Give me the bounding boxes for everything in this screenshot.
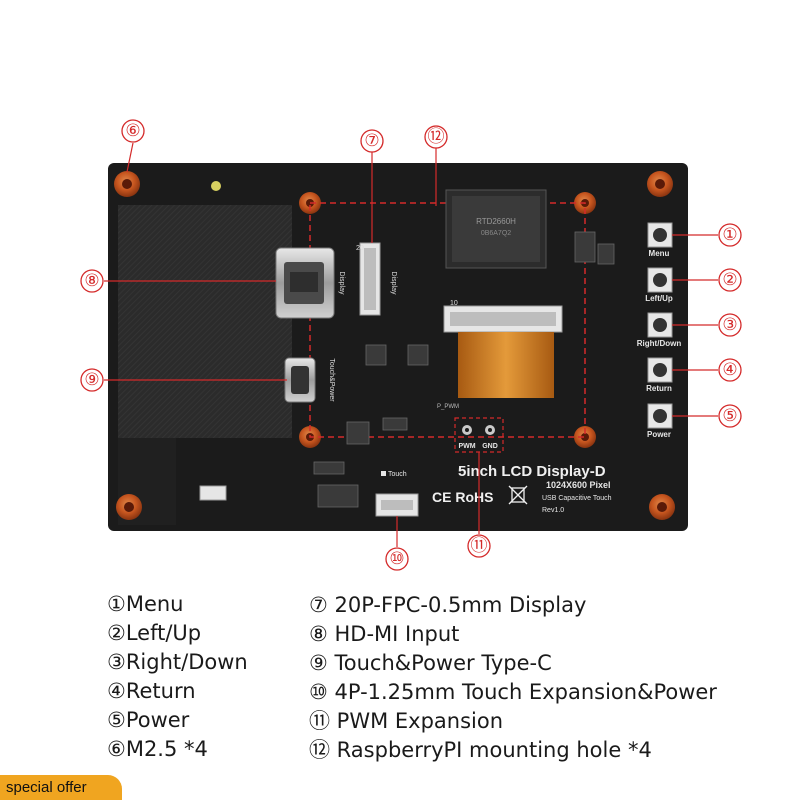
- legend-item: ⑩ 4P-1.25mm Touch Expansion&Power: [309, 680, 717, 704]
- marker-7: ⑦: [364, 131, 379, 151]
- legend-item: ②Left/Up: [107, 621, 202, 645]
- legend-item: ⑨ Touch&Power Type-C: [309, 651, 552, 675]
- marker-9: ⑨: [84, 370, 99, 390]
- hdmi-port: [275, 247, 335, 319]
- resolution-silk: 1024X600 Pixel: [546, 480, 611, 490]
- p-pwm-silk: P_PWM: [437, 404, 459, 410]
- board-title: 5inch LCD Display-D: [458, 463, 606, 480]
- touch-type-silk: USB Capacitive Touch: [542, 495, 612, 502]
- pin-10-label: 10: [450, 300, 458, 307]
- fpc-ribbon: 10: [443, 300, 563, 398]
- small-fpc: [199, 485, 227, 501]
- callout-lines: [104, 142, 718, 547]
- marker-11: ⑪: [471, 536, 488, 556]
- legend-item: ④Return: [107, 679, 196, 703]
- button-label-menu: Menu: [649, 249, 670, 258]
- legend-item: ③Right/Down: [107, 650, 248, 674]
- marker-10: ⑩: [389, 549, 404, 569]
- touch-power-silk: Touch&Power: [328, 358, 335, 402]
- legend-item: ⑧ HD-MI Input: [309, 622, 460, 646]
- revision-silk: Rev1.0: [542, 507, 564, 514]
- marker-2: ②: [722, 270, 737, 290]
- legend-item: ①Menu: [107, 592, 184, 616]
- marker-8: ⑧: [84, 271, 99, 291]
- pwm-header: PWM GND P_PWM: [437, 404, 504, 453]
- legend-item: ⑥M2.5 *4: [107, 737, 208, 761]
- display-silk-1: Display: [338, 272, 345, 295]
- typec-port: Touch&Power: [284, 357, 335, 403]
- legend-right: ⑦ 20P-FPC-0.5mm Display ⑧ HD-MI Input ⑨ …: [309, 591, 717, 765]
- touch-connector: Touch: [375, 471, 419, 517]
- button-label-left-up: Left/Up: [645, 294, 673, 303]
- marker-6: ⑥: [125, 121, 140, 141]
- m25-holes: [114, 171, 675, 520]
- legend-item: ⑫ RaspberryPI mounting hole *4: [309, 738, 652, 762]
- marker-4: ④: [722, 360, 737, 380]
- touch-silk: Touch: [388, 471, 407, 478]
- marker-5: ⑤: [722, 406, 737, 426]
- legend-item: ⑦ 20P-FPC-0.5mm Display: [309, 593, 587, 617]
- cert-marks: CE RoHS: [432, 489, 493, 505]
- passive-components: [313, 231, 615, 508]
- legend-item: ⑪ PWM Expansion: [309, 709, 504, 733]
- pin-20-label: 20: [356, 245, 364, 252]
- screen-back-panel: [118, 205, 292, 438]
- board-diagram: RTD2660H 0B6A7Q2 20 Display Display 10 T…: [80, 119, 742, 571]
- marker-12: ⑫: [428, 127, 445, 147]
- fpc-display-connector: 20 Display Display: [338, 242, 397, 316]
- weee-bin-icon: [508, 485, 528, 505]
- pwm-silk: PWM: [458, 443, 475, 450]
- chip-label-2: 0B6A7Q2: [481, 230, 511, 237]
- gnd-silk: GND: [482, 443, 498, 450]
- rpi-footprint-outline: [309, 202, 586, 438]
- legend-item: ⑤Power: [107, 708, 190, 732]
- chip-label-1: RTD2660H: [476, 217, 516, 226]
- legend-left: ①Menu ②Left/Up ③Right/Down ④Return ⑤Powe…: [107, 590, 248, 764]
- display-silk-2: Display: [390, 272, 397, 295]
- scaler-chip: RTD2660H 0B6A7Q2: [445, 189, 547, 269]
- special-offer-badge: special offer: [0, 775, 122, 800]
- button-label-right-down: Right/Down: [637, 339, 682, 348]
- marker-3: ③: [722, 315, 737, 335]
- callout-markers: [80, 119, 742, 571]
- button-label-return: Return: [646, 384, 672, 393]
- tactile-buttons: [647, 222, 673, 429]
- button-label-power: Power: [647, 430, 671, 439]
- power-led: [211, 181, 221, 191]
- marker-1: ①: [722, 225, 737, 245]
